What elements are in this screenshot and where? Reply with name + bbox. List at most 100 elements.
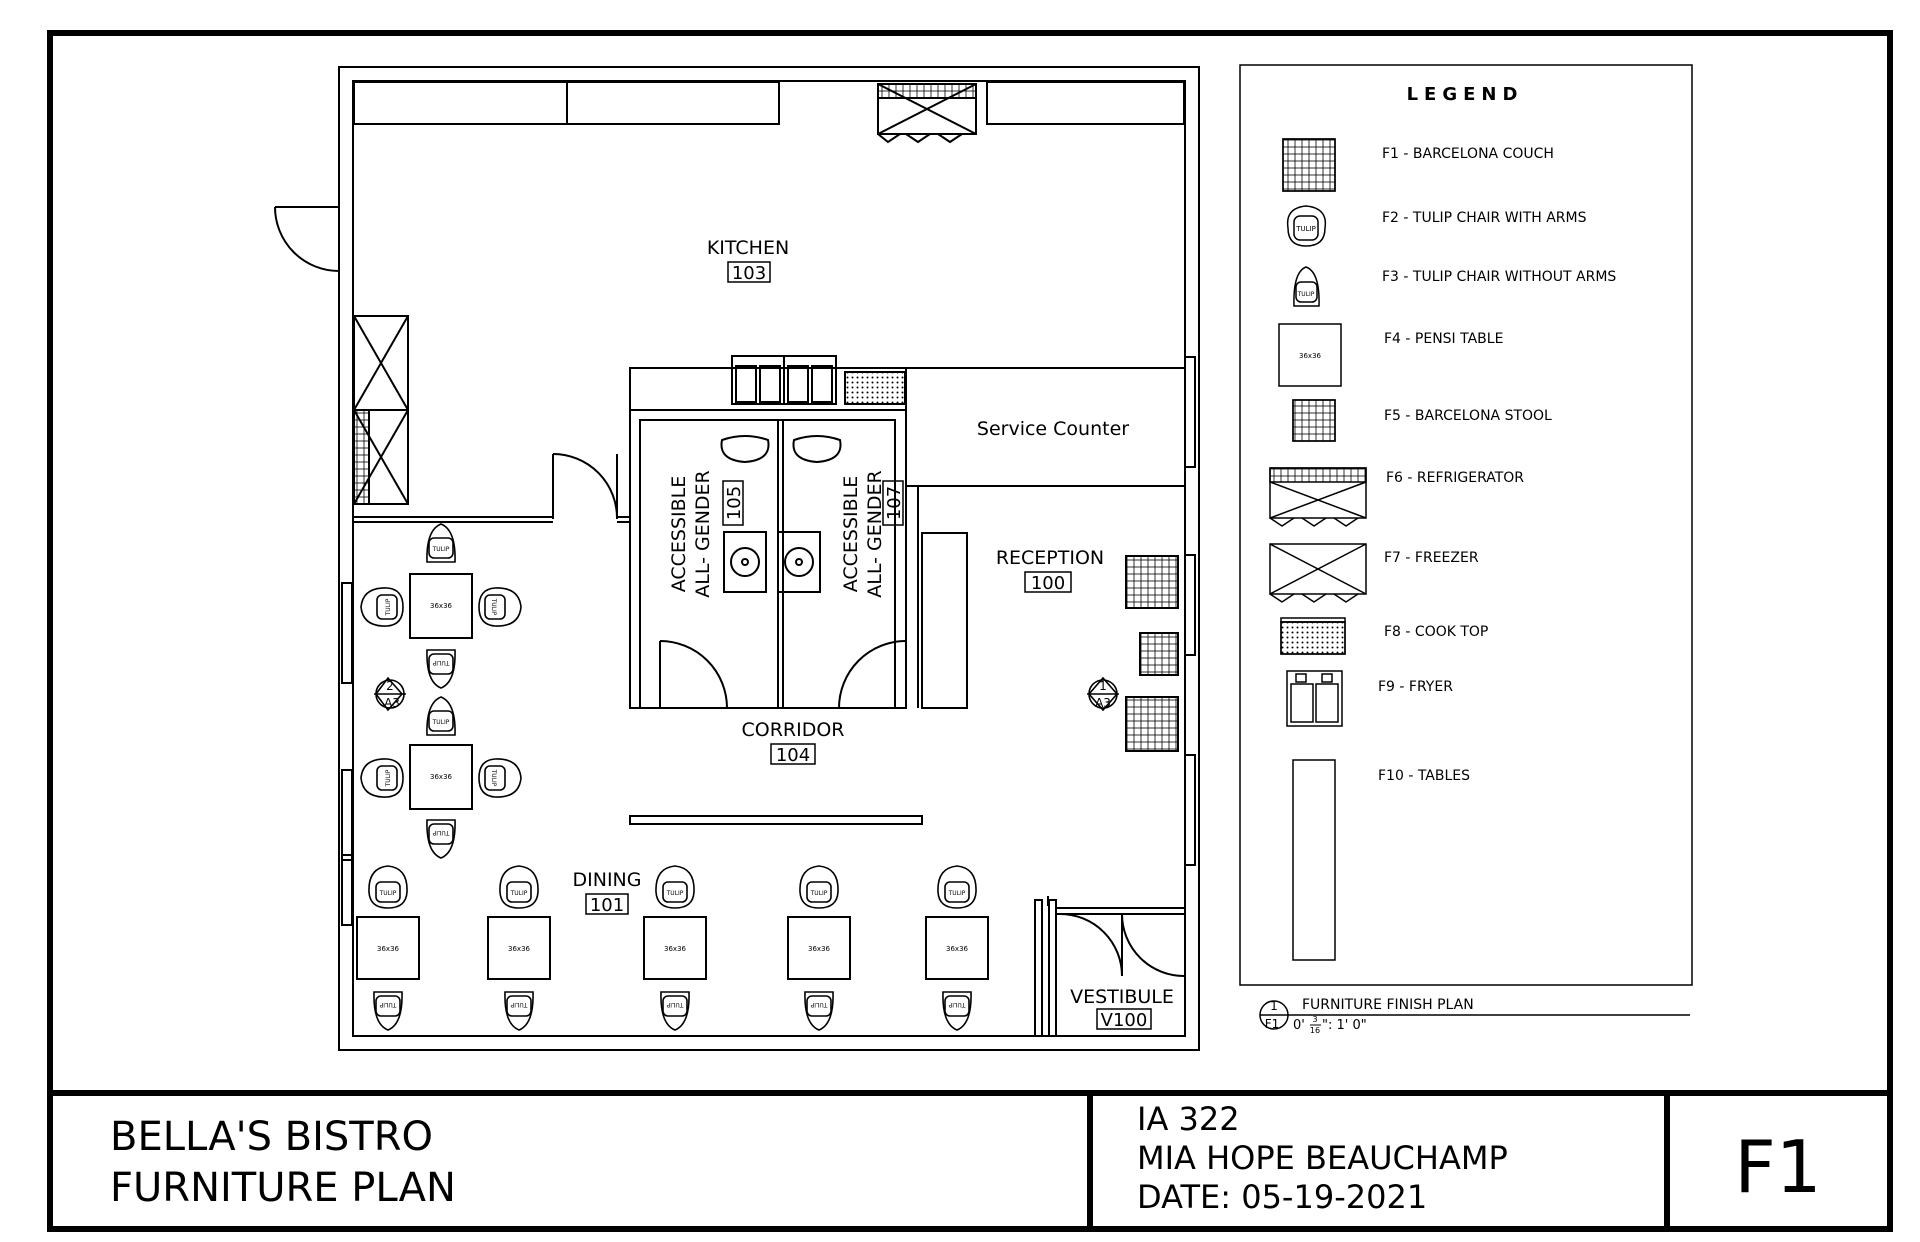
sink bbox=[723, 531, 821, 593]
barcelona-couch-icon bbox=[1282, 138, 1336, 192]
pensi-table bbox=[356, 916, 420, 980]
tulip-chair-with-arms: TULIP bbox=[478, 587, 522, 627]
sheet-number: F1 bbox=[1734, 1125, 1821, 1209]
legend-label: F9 - FRYER bbox=[1378, 679, 1453, 695]
room-number-corridor: 104 bbox=[776, 745, 810, 766]
table-size-label: 36x36 bbox=[1299, 352, 1322, 360]
toilet bbox=[720, 435, 842, 464]
tulip-chairs: TULIP TULIP TULIP TULIP TULIP TULIP TULIP TULIP… bbox=[360, 523, 977, 1031]
room-number-kitchen: 103 bbox=[732, 263, 766, 284]
tulip-chair: TULIP bbox=[426, 523, 456, 563]
legend-title: LEGEND bbox=[1407, 84, 1524, 105]
legend-label: F10 - TABLES bbox=[1378, 768, 1470, 784]
project-title: BELLA'S BISTRO bbox=[110, 1114, 433, 1160]
tulip-chair-with-arms: TULIP bbox=[360, 587, 404, 627]
drawing-tag-scale-num: 3 bbox=[1312, 1015, 1317, 1024]
tulip-text: TULIP bbox=[432, 659, 450, 666]
room-name-reception: RECEPTION bbox=[996, 547, 1104, 569]
tulip-text: TULIP bbox=[510, 890, 528, 897]
legend-label: F1 - BARCELONA COUCH bbox=[1382, 146, 1554, 162]
kitchen-door bbox=[552, 453, 619, 520]
room-name-restroom-107: ACCESSIBLE bbox=[840, 476, 862, 593]
pensi-table-icon: 36x36 bbox=[1278, 323, 1342, 387]
room-number-vestibule: V100 bbox=[1101, 1010, 1148, 1031]
tulip-text: TULIP bbox=[379, 890, 397, 897]
room-name-corridor: CORRIDOR bbox=[741, 719, 844, 741]
tulip-text: TULIP bbox=[948, 1001, 966, 1008]
section-marker-number: 1 bbox=[1099, 679, 1107, 693]
tulip-chair-with-arms: TULIP bbox=[360, 758, 404, 798]
tulip-text: TULIP bbox=[666, 1001, 684, 1008]
pensi-table bbox=[925, 916, 989, 980]
section-marker-number: 2 bbox=[386, 679, 394, 693]
tulip-chair: TULIP bbox=[426, 649, 456, 689]
tulip-chair: TULIP bbox=[804, 991, 834, 1031]
legend-label: F2 - TULIP CHAIR WITH ARMS bbox=[1382, 210, 1587, 226]
tulip-text: TULIP bbox=[432, 829, 450, 836]
freezer-icon bbox=[1269, 543, 1367, 603]
table-size-label: 36x36 bbox=[377, 945, 400, 953]
pensi-table bbox=[409, 573, 473, 639]
exterior-wall-outer bbox=[338, 66, 1200, 1051]
table-size-label: 36x36 bbox=[430, 602, 453, 610]
room-labels: KITCHEN 103 ACCESSIBLE ALL- GENDER 105 A… bbox=[573, 237, 1174, 1031]
tables-icon bbox=[1292, 759, 1336, 961]
drawing-tag-scale-prefix: 0' bbox=[1293, 1018, 1305, 1033]
drawing-date: DATE: 05-19-2021 bbox=[1137, 1178, 1427, 1216]
tulip-text: TULIP bbox=[510, 1001, 528, 1008]
tulip-chair: TULIP bbox=[660, 991, 690, 1031]
legend-label: F5 - BARCELONA STOOL bbox=[1384, 408, 1552, 424]
tulip-chair-icon: TULIP bbox=[1293, 266, 1320, 307]
table-size-label: 36x36 bbox=[430, 773, 453, 781]
title-block: BELLA'S BISTRO FURNITURE PLAN IA 322 MIA… bbox=[50, 1090, 1890, 1229]
tulip-text: TULIP bbox=[432, 719, 450, 726]
dining-bench bbox=[629, 815, 923, 825]
drawing-tag-number: 1 bbox=[1270, 999, 1278, 1013]
legend-label: F4 - PENSI TABLE bbox=[1384, 331, 1503, 347]
tulip-text: TULIP bbox=[810, 890, 828, 897]
tulip-chair-with-arms: TULIP bbox=[799, 865, 839, 909]
tulip-chair-with-arms: TULIP bbox=[368, 865, 408, 909]
course-code: IA 322 bbox=[1137, 1100, 1240, 1138]
section-marker-1: 1 A3 bbox=[1087, 676, 1119, 712]
tulip-chair-arms-icon: TULIP bbox=[1286, 205, 1327, 247]
section-marker-2: 2 A3 bbox=[374, 676, 406, 712]
kitchen-exterior-door bbox=[274, 206, 340, 272]
drawing-tag-title: FURNITURE FINISH PLAN bbox=[1302, 997, 1474, 1013]
tulip-text: TULIP bbox=[385, 769, 392, 787]
cook-top-icon bbox=[1280, 617, 1346, 655]
table-size-label: 36x36 bbox=[808, 945, 831, 953]
refrigerator bbox=[877, 83, 977, 144]
room-name2-restroom-107: ALL- GENDER bbox=[864, 470, 886, 598]
pensi-table bbox=[787, 916, 851, 980]
tulip-text: TULIP bbox=[810, 1001, 828, 1008]
cook-top bbox=[844, 371, 906, 405]
service-counter-label: Service Counter bbox=[977, 418, 1129, 440]
vestibule bbox=[1034, 899, 1043, 1037]
legend-label: F3 - TULIP CHAIR WITHOUT ARMS bbox=[1382, 269, 1616, 285]
tulip-chair: TULIP bbox=[426, 819, 456, 859]
tulip-chair-with-arms: TULIP bbox=[478, 758, 522, 798]
tulip-chair-with-arms: TULIP bbox=[499, 865, 539, 909]
freezer bbox=[353, 315, 409, 505]
legend-label: F6 - REFRIGERATOR bbox=[1386, 470, 1524, 486]
table-size-label: 36x36 bbox=[508, 945, 531, 953]
table-size-label: 36x36 bbox=[946, 945, 969, 953]
room-name-kitchen: KITCHEN bbox=[707, 237, 789, 259]
pensi-table bbox=[487, 916, 551, 980]
pensi-table bbox=[409, 744, 473, 810]
drawing-tag-sheet: F1 bbox=[1265, 1017, 1280, 1031]
tulip-chair: TULIP bbox=[373, 991, 403, 1031]
room-number-dining: 101 bbox=[590, 895, 624, 916]
refrigerator-icon bbox=[1269, 467, 1367, 527]
drawing-tag-scale-suffix: ": 1' 0" bbox=[1322, 1018, 1367, 1033]
barcelona-stool-icon bbox=[1292, 399, 1336, 442]
project-subtitle: FURNITURE PLAN bbox=[110, 1165, 456, 1211]
fryer bbox=[731, 355, 837, 405]
tulip-chair: TULIP bbox=[504, 991, 534, 1031]
tulip-text: TULIP bbox=[666, 890, 684, 897]
room-number-reception: 100 bbox=[1031, 573, 1065, 594]
room-number-restroom-105: 105 bbox=[724, 486, 745, 520]
dining-tables bbox=[356, 573, 989, 980]
